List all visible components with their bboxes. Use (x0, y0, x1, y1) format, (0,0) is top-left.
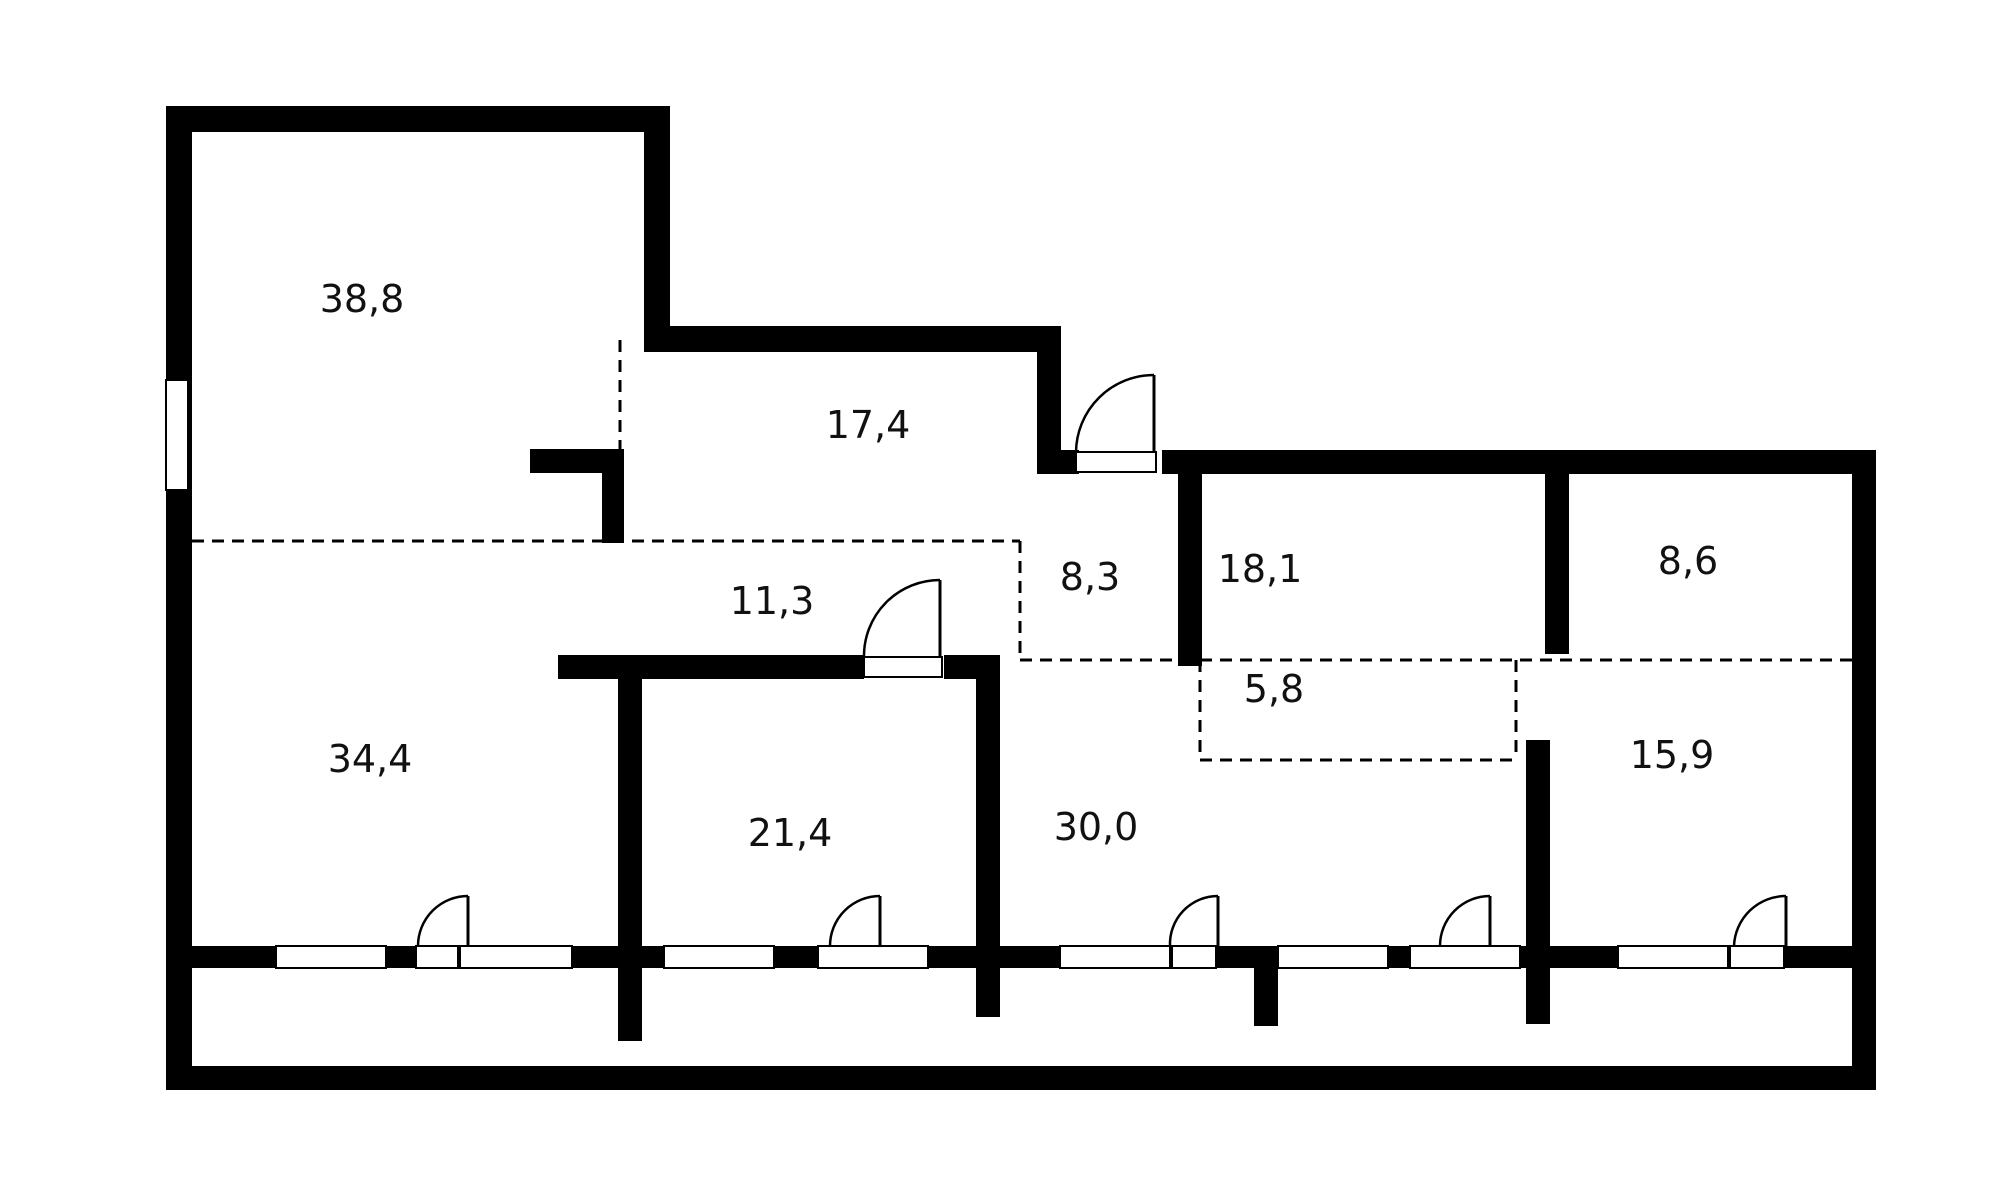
room-area-30-0: 30,0 (1054, 805, 1139, 849)
wall-top-middle (644, 326, 1061, 352)
wall-partition-18-1-left (1178, 474, 1202, 666)
door-entrance (1074, 373, 1156, 453)
zone-boundaries (192, 340, 1852, 762)
wall-21-4-top (558, 655, 864, 679)
window-facade-4 (817, 945, 929, 969)
area-labels: 38,8 17,4 11,3 8,3 18,1 8,6 5,8 34,4 21,… (320, 277, 1719, 855)
door-facade-3 (1168, 894, 1220, 947)
door-facade-1 (416, 894, 470, 947)
wall-left-outer (166, 106, 192, 1090)
room-area-8-3: 8,3 (1060, 555, 1120, 599)
wall-step-1 (644, 106, 670, 352)
window-facade-2a (415, 945, 459, 969)
room-area-21-4: 21,4 (748, 811, 833, 855)
room-area-15-9: 15,9 (1630, 733, 1715, 777)
room-area-17-4: 17,4 (826, 403, 911, 447)
door-facade-4 (1438, 894, 1492, 947)
door-opening-entrance (1075, 451, 1157, 473)
wall-top-right (1162, 450, 1876, 474)
window-facade-8b (1729, 945, 1785, 969)
room-area-34-4: 34,4 (328, 737, 413, 781)
walls (166, 106, 1876, 1090)
window-facade-6 (1277, 945, 1389, 969)
door-facade-5 (1732, 894, 1788, 947)
wall-step-2 (1037, 326, 1061, 474)
wall-step-2-stub (1037, 450, 1079, 474)
window-facade-2b (459, 945, 573, 969)
window-facade-1 (275, 945, 387, 969)
doors (416, 373, 1788, 947)
room-area-11-3: 11,3 (730, 579, 815, 623)
wall-partition-l-vertical (602, 449, 624, 543)
room-area-18-1: 18,1 (1218, 547, 1303, 591)
windows (165, 379, 1785, 969)
room-area-5-8: 5,8 (1244, 667, 1304, 711)
wall-right-outer (1852, 450, 1876, 1090)
room-area-8-6: 8,6 (1658, 539, 1718, 583)
wall-top-left (166, 106, 670, 132)
window-facade-3 (663, 945, 775, 969)
wall-bottom-outer (166, 1066, 1876, 1090)
door-facade-2 (828, 894, 882, 947)
room-area-38-8: 38,8 (320, 277, 405, 321)
window-facade-5a (1059, 945, 1171, 969)
door-21-4-top (862, 578, 942, 658)
window-facade-7 (1409, 945, 1521, 969)
wall-partition-15-9 (1526, 740, 1550, 1024)
window-facade-5b (1171, 945, 1217, 969)
wall-partition-18-1-right (1545, 474, 1569, 654)
window-left (165, 379, 189, 491)
wall-21-4-left (618, 655, 642, 1041)
door-opening-21-4 (863, 656, 943, 678)
window-facade-8a (1617, 945, 1729, 969)
